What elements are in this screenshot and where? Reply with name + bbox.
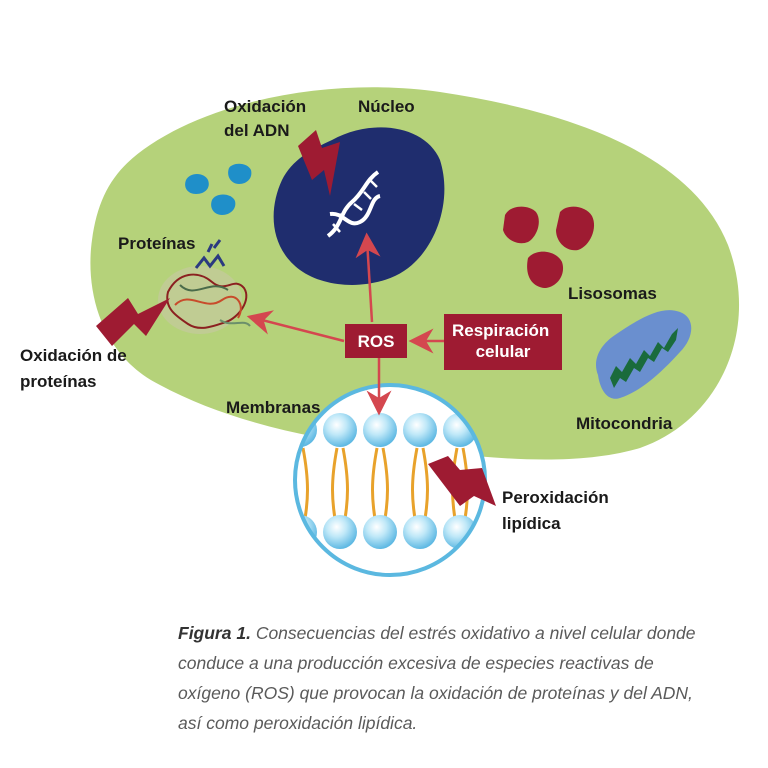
arrows: [246, 232, 444, 416]
lightning-protein-icon: [96, 298, 170, 346]
oxidacion-proteinas-label: Oxidación de proteínas: [20, 346, 131, 391]
respiracion-box: [444, 314, 562, 370]
caption-text: Consecuencias del estrés oxidativo a niv…: [178, 623, 696, 733]
figure-caption: Figura 1. Consecuencias del estrés oxida…: [178, 618, 698, 738]
oxidacion-adn-label: Oxidación del ADN: [224, 97, 311, 140]
vesicles: [185, 163, 252, 215]
lisosomas-label: Lisosomas: [568, 284, 657, 303]
peroxidacion-label: Peroxidación lipídica: [502, 488, 614, 533]
proteinas-label: Proteínas: [118, 234, 195, 253]
membrane-section: [293, 383, 487, 577]
lysosomes: [503, 206, 595, 288]
figure-label: Figura 1.: [178, 623, 251, 643]
respiracion-label: Respiración celular: [452, 321, 554, 361]
ros-label: ROS: [358, 332, 395, 351]
protein-icon: [158, 239, 251, 334]
mitocondria-label: Mitocondria: [576, 414, 673, 433]
ros-cell-diagram: ROS Respiración celular Oxidación del AD…: [20, 87, 740, 577]
cell-body: [90, 87, 740, 460]
membranas-label: Membranas: [226, 398, 320, 417]
mitochondria-icon: [595, 310, 692, 399]
dna-icon: [326, 170, 381, 238]
lightning-lipid-icon: [428, 456, 496, 506]
lightning-dna-icon: [298, 130, 340, 196]
ros-box: [345, 324, 407, 358]
nucleo-label: Núcleo: [358, 97, 415, 116]
